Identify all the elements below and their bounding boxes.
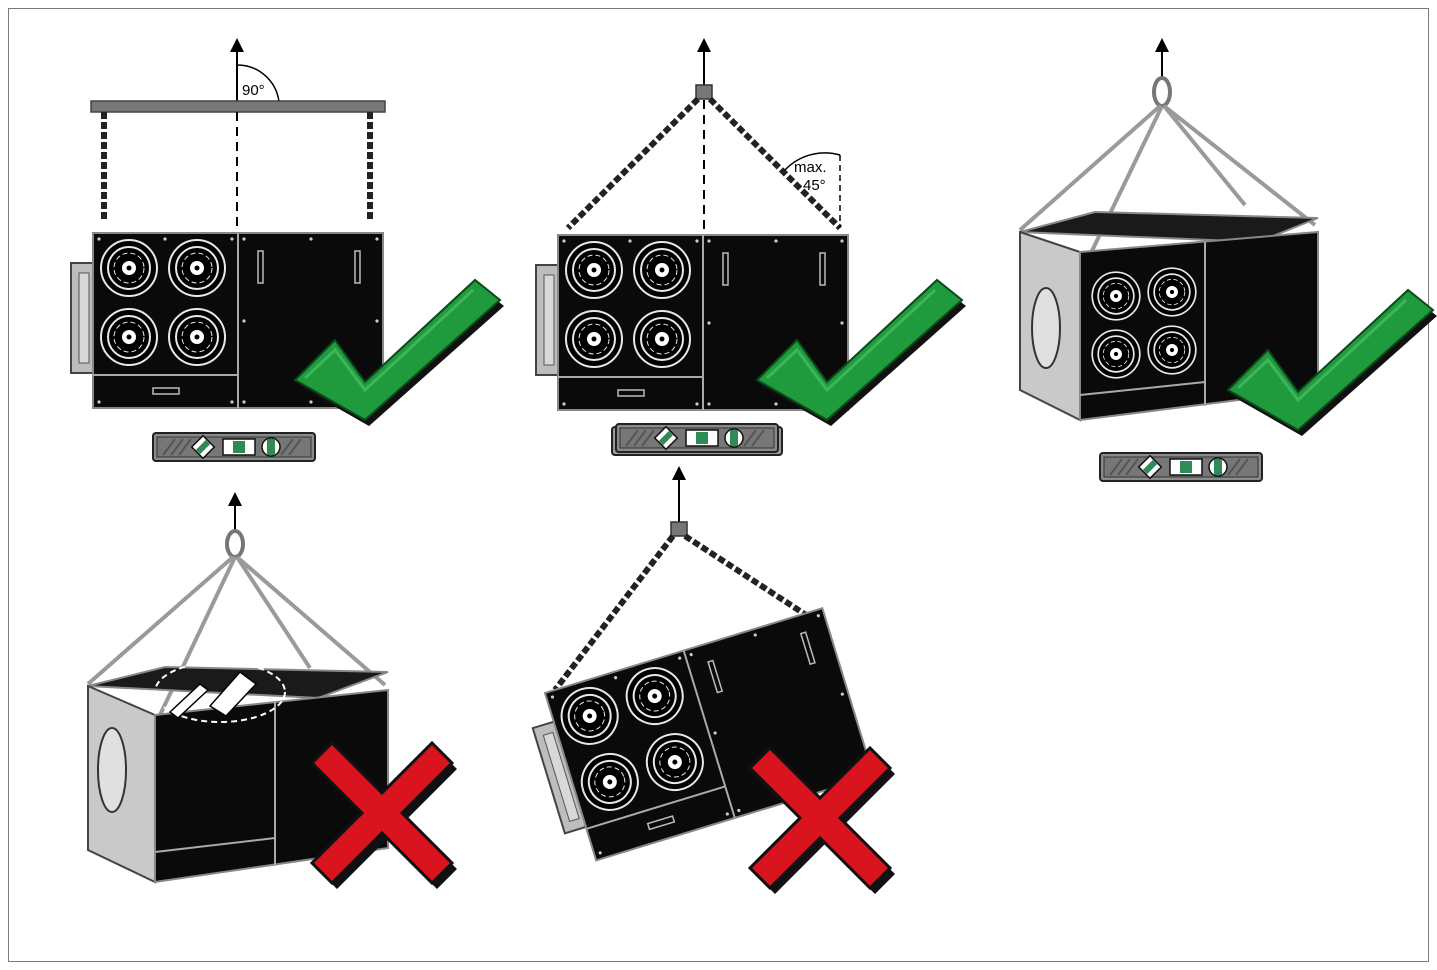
spirit-level-icon (616, 424, 778, 452)
hook-ring-icon (671, 522, 687, 536)
hook-ring-icon (227, 531, 243, 557)
spirit-level-icon (1100, 453, 1262, 481)
chain-icon (568, 99, 698, 228)
up-arrow-icon (230, 38, 244, 52)
spreader-bar (91, 101, 385, 112)
angle-label: 90° (242, 82, 265, 99)
panel-spreader-bar: 90° (71, 38, 504, 461)
spirit-level-icon (153, 433, 315, 461)
max-angle-label: 45° (803, 177, 826, 194)
max-label: max. (794, 159, 827, 176)
up-arrow-icon (228, 492, 242, 506)
hook-ring-icon (696, 85, 712, 99)
panel-two-chain-tilted (524, 466, 895, 894)
panel-four-sling-top-component (88, 492, 457, 889)
hook-ring-icon (1154, 78, 1170, 106)
up-arrow-icon (672, 466, 686, 480)
panel-four-sling (1020, 38, 1437, 481)
up-arrow-icon (1155, 38, 1169, 52)
panel-two-chain: max. 45° (536, 38, 966, 455)
up-arrow-icon (697, 38, 711, 52)
